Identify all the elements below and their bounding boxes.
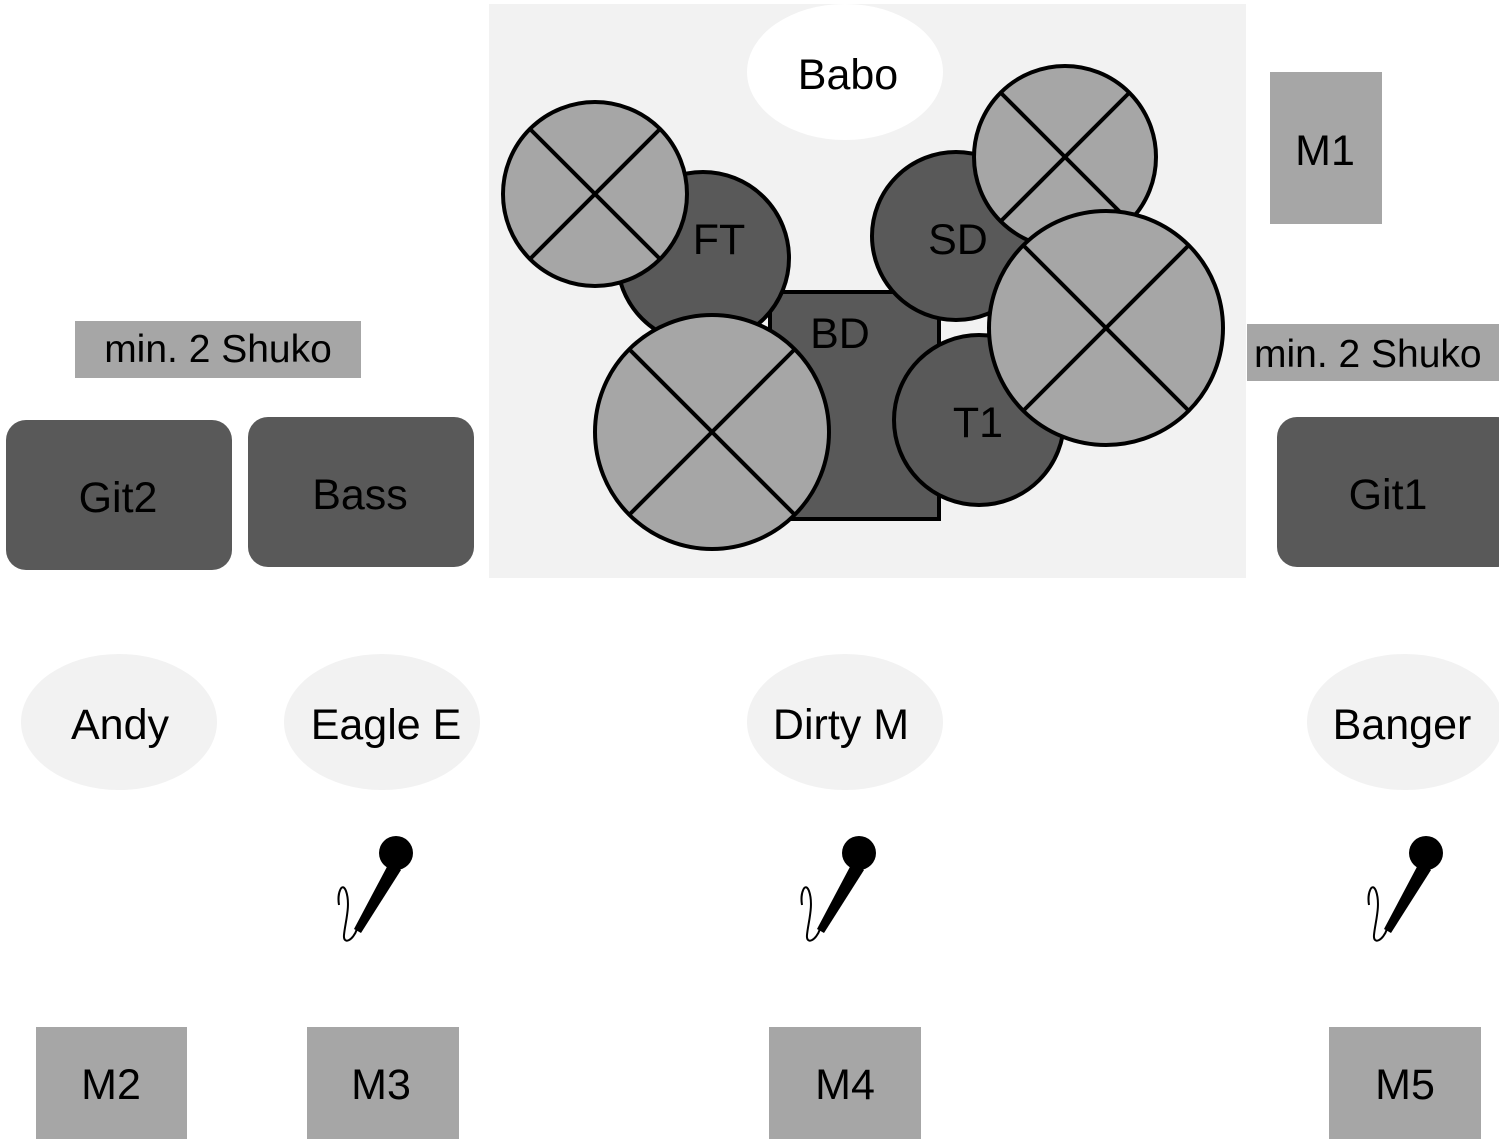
cymbal-ride <box>987 209 1225 447</box>
monitor-m4 <box>769 1027 921 1139</box>
cymbal-crash-left <box>501 100 689 288</box>
musician-andy-label: Andy <box>71 701 170 749</box>
monitor-m3 <box>307 1027 459 1139</box>
musician-andy <box>21 654 217 790</box>
power-outlet-left-label: min. 2 Shuko <box>104 328 332 371</box>
cymbal-crash-lower <box>593 313 831 551</box>
drummer-label: Babo <box>798 51 898 99</box>
musician-eagle <box>284 654 480 790</box>
musician-dirty <box>747 654 943 790</box>
musician-eagle-label: Eagle E <box>311 701 462 749</box>
monitor-m2-label: M2 <box>81 1061 141 1109</box>
microphone-icon <box>337 836 413 942</box>
monitor-m3-label: M3 <box>351 1061 411 1109</box>
amp-git2 <box>6 420 232 570</box>
amp-bass <box>248 417 474 567</box>
monitor-m5-label: M5 <box>1375 1061 1435 1109</box>
amp-git1 <box>1277 417 1499 567</box>
musician-banger-label: Banger <box>1333 701 1472 749</box>
microphone-icon <box>800 836 876 942</box>
musician-dirty-label: Dirty M <box>773 701 909 749</box>
bass-drum-label: BD <box>810 310 870 358</box>
monitor-m1-label: M1 <box>1295 127 1355 175</box>
snare-label: SD <box>928 216 988 264</box>
power-outlet-left <box>75 321 361 378</box>
monitor-m5 <box>1329 1027 1481 1139</box>
monitor-m4-label: M4 <box>815 1061 875 1109</box>
tom-1-label: T1 <box>953 399 1003 447</box>
power-outlet-right-label: min. 2 Shuko <box>1254 333 1482 376</box>
monitor-m2 <box>36 1027 187 1139</box>
power-outlet-right <box>1247 324 1499 381</box>
cymbal-hihat <box>972 64 1158 250</box>
musician-banger <box>1307 654 1499 790</box>
drummer-position <box>747 4 943 140</box>
amp-bass-label: Bass <box>312 471 408 519</box>
amp-git2-label: Git2 <box>79 474 158 522</box>
microphone-icon <box>1367 836 1443 942</box>
floor-tom-label: FT <box>693 216 746 264</box>
monitor-m1 <box>1270 72 1382 224</box>
amp-git1-label: Git1 <box>1349 471 1428 519</box>
